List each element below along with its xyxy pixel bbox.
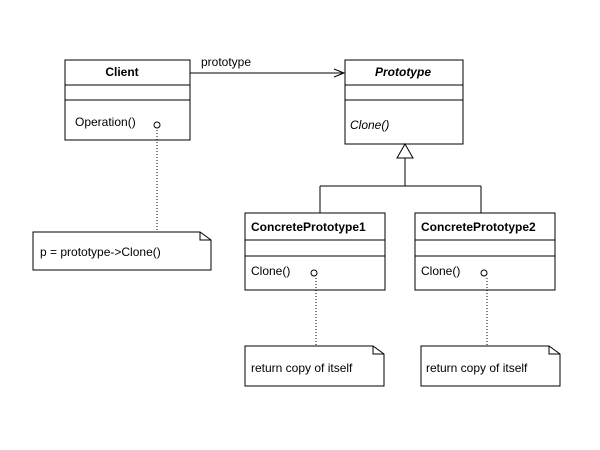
- client-note-shape: [32, 231, 212, 271]
- concrete-prototype1-note-text: return copy of itself: [251, 361, 353, 375]
- concrete-prototype1-note-shape: [244, 345, 385, 387]
- prototype-operation: Clone(): [350, 118, 389, 132]
- concrete-prototype2-name: ConcretePrototype2: [421, 220, 536, 234]
- concrete-prototype1-note-anchor: [310, 269, 318, 277]
- client-operation: Operation(): [75, 115, 136, 129]
- concrete-prototype2-note-text: return copy of itself: [426, 361, 528, 375]
- inheritance-connector: [319, 142, 482, 213]
- association-arrowhead: [333, 68, 346, 78]
- client-note: p = prototype->Clone(): [32, 231, 212, 271]
- client-note-text: p = prototype->Clone(): [40, 245, 161, 259]
- concrete-prototype1-name: ConcretePrototype1: [251, 220, 366, 234]
- client-operation-note-anchor: [153, 121, 161, 129]
- inheritance-triangle-icon: [396, 142, 414, 159]
- concrete-prototype1-operation: Clone(): [251, 264, 290, 278]
- concrete-prototype1-box: [244, 212, 386, 291]
- concrete-prototype1-note-fold-icon: [372, 346, 384, 355]
- concrete-prototype2-operation: Clone(): [421, 264, 460, 278]
- concrete-prototype2-box: [414, 212, 556, 291]
- concrete-prototype1-class: ConcretePrototype1 Clone(): [244, 212, 386, 291]
- concrete-prototype2-note: return copy of itself: [420, 345, 561, 387]
- concrete-prototype2-class: ConcretePrototype2 Clone(): [414, 212, 556, 291]
- concrete-prototype2-note-shape: [420, 345, 561, 387]
- association-arrow: prototype: [190, 55, 346, 78]
- client-class: Client Operation(): [64, 59, 191, 141]
- concrete-prototype2-note-anchor: [480, 269, 488, 277]
- client-class-name: Client: [105, 65, 138, 79]
- client-note-fold-icon: [199, 232, 211, 241]
- prototype-class-name: Prototype: [375, 65, 431, 79]
- prototype-class-box: [344, 59, 464, 145]
- concrete-prototype1-note: return copy of itself: [244, 345, 385, 387]
- prototype-class: Prototype Clone(): [344, 59, 464, 145]
- association-label: prototype: [201, 55, 251, 69]
- concrete-prototype2-note-fold-icon: [548, 346, 560, 355]
